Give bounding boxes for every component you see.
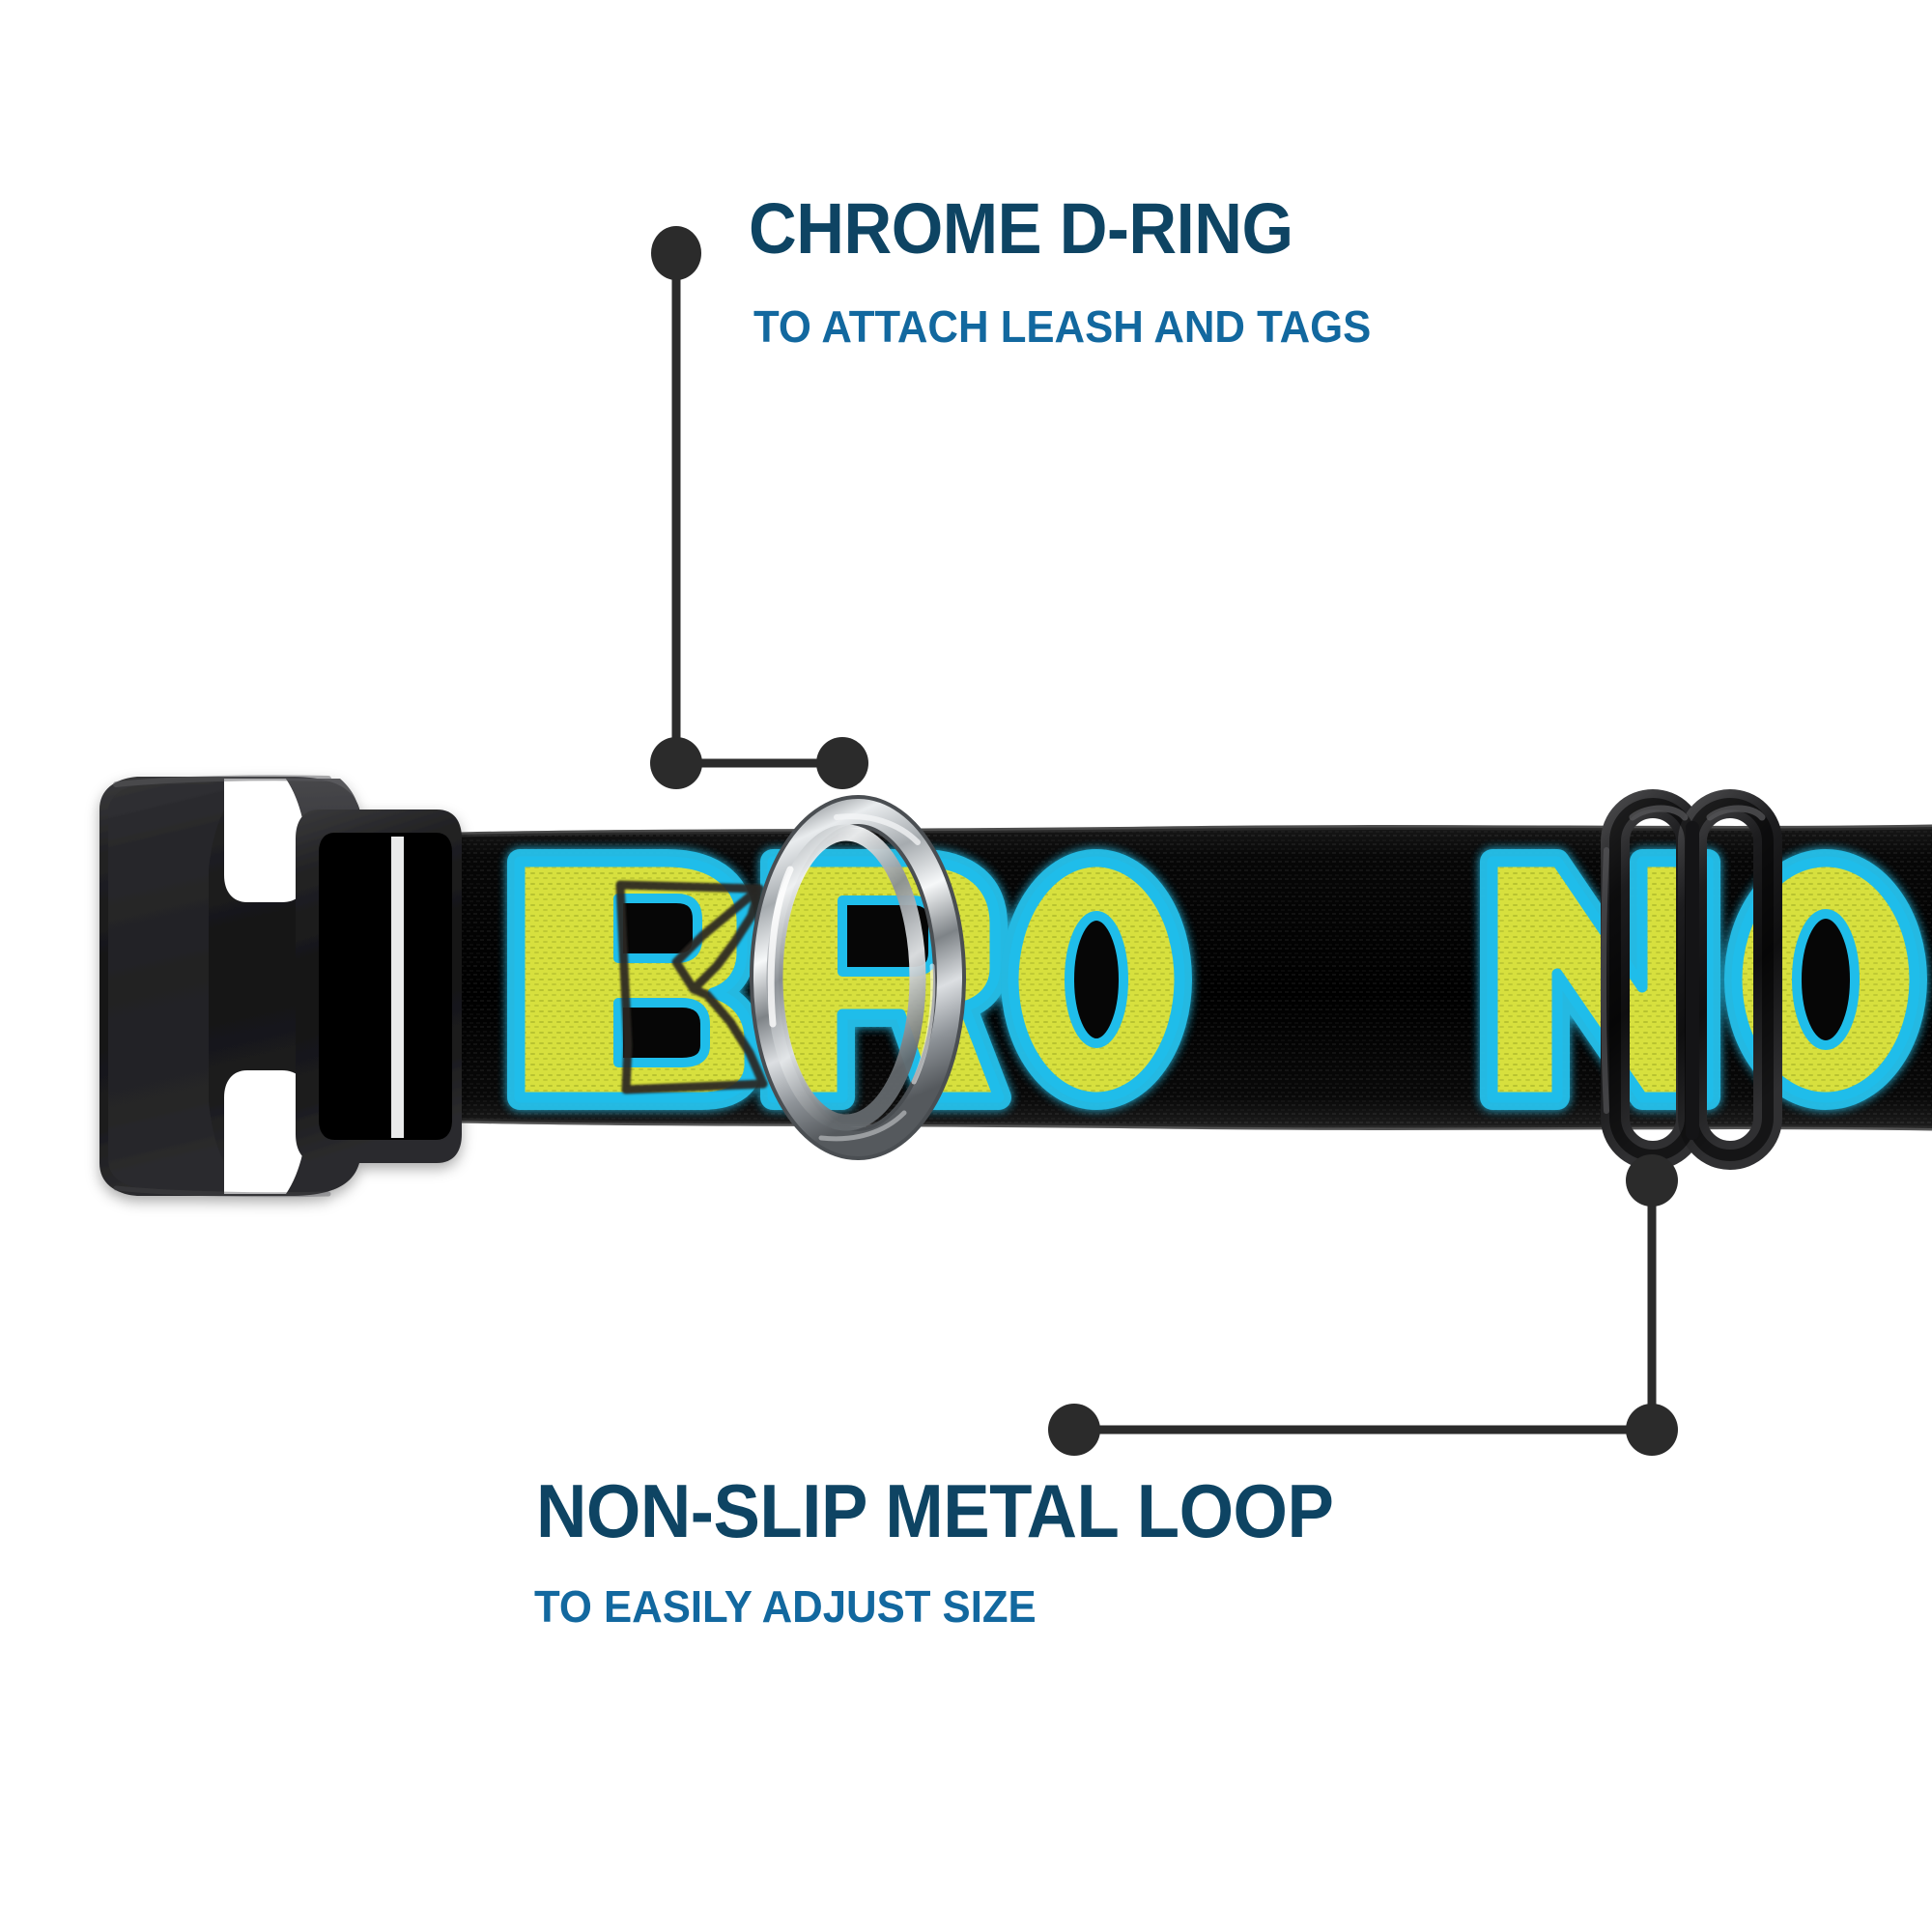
- callout-title-chrome-d-ring: CHROME D-RING: [749, 188, 1293, 269]
- callout-subtitle-metal-loop: TO EASILY ADJUST SIZE: [534, 1581, 1037, 1632]
- sketch-overlay-b: [615, 880, 768, 1094]
- chrome-d-ring: [750, 795, 966, 1160]
- side-release-buckle: [99, 775, 462, 1198]
- callout-subtitle-chrome-d-ring: TO ATTACH LEASH AND TAGS: [753, 301, 1372, 352]
- callout-title-metal-loop: NON-SLIP METAL LOOP: [536, 1468, 1334, 1553]
- webbing-letters-bro: [507, 849, 1192, 1110]
